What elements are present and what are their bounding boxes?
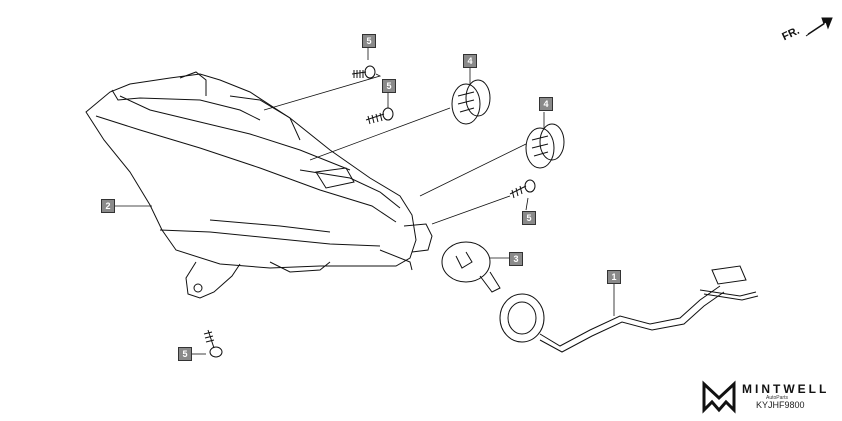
mounting-bracket — [185, 261, 241, 299]
leader-lines — [114, 48, 615, 355]
brand-name: MINTWELL — [742, 382, 830, 396]
callout-3: 3 — [509, 252, 523, 266]
headlight-housing — [85, 71, 433, 273]
brand-logo: MINTWELL AutoParts — [702, 378, 832, 418]
callout-5-top-left: 5 — [362, 34, 376, 48]
socket-harness — [499, 265, 759, 353]
callout-2: 2 — [101, 199, 115, 213]
callout-5-right: 5 — [522, 211, 536, 225]
screw-5c — [509, 179, 536, 199]
screw-5b — [365, 107, 394, 125]
callout-4-top: 4 — [463, 54, 477, 68]
screw-5d — [203, 329, 223, 358]
callout-5-bottom: 5 — [178, 347, 192, 361]
callout-4-middle: 4 — [539, 97, 553, 111]
front-arrow-icon — [805, 17, 833, 37]
screw-5a — [351, 65, 376, 79]
diagram-code: KYJHF9800 — [756, 400, 805, 410]
brand-tagline: AutoParts — [766, 395, 788, 401]
grommet-4b — [525, 123, 565, 169]
bulb — [441, 241, 501, 293]
callout-1: 1 — [607, 270, 621, 284]
grommet-4a — [451, 79, 491, 125]
brand-mark-icon — [702, 380, 736, 414]
callout-5-top-middle: 5 — [382, 79, 396, 93]
